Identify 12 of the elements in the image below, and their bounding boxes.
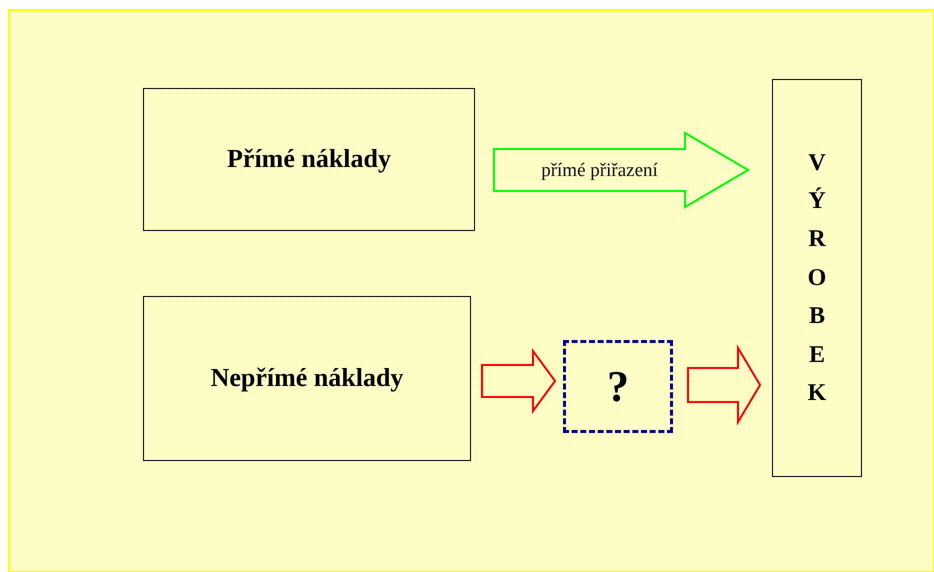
edge-label: přímé přiřazení [541,160,658,180]
node-label: Přímé náklady [227,143,391,176]
block-arrow [687,344,762,426]
block-arrow [493,131,750,209]
block-arrow [481,348,556,414]
node-label: VÝROBEK [806,148,828,408]
process-box [143,88,475,231]
node-label: ? [607,361,629,413]
dashed-box [563,340,673,433]
process-box [772,79,862,477]
node-label: Nepřímé náklady [210,362,404,394]
process-box [143,296,471,461]
